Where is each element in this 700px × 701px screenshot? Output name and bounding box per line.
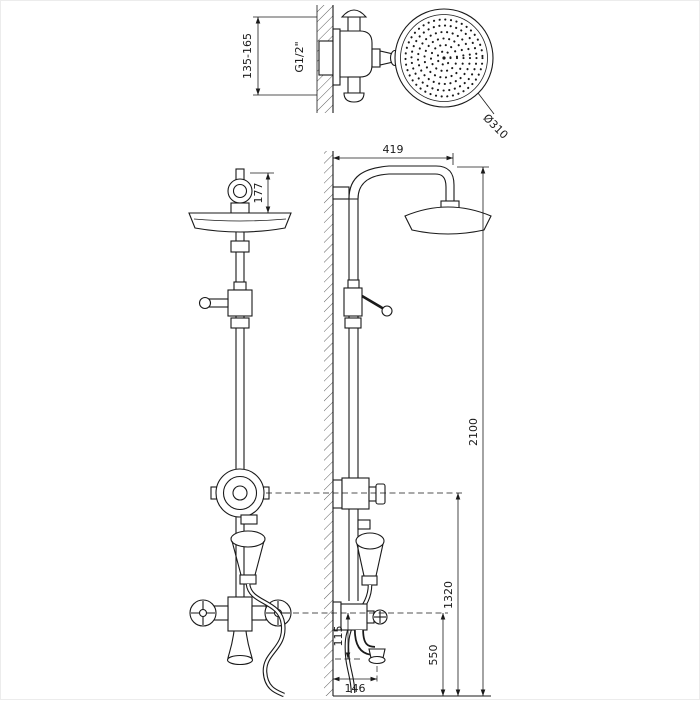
valve-knob-side [375,483,386,505]
showerhead-top-view: Ø310 [394,8,511,142]
dim-spout-projection: 146 [333,676,377,695]
concealed-body [318,40,334,76]
bottom-port-bell [343,92,365,103]
handshower-cradle-front [240,514,258,525]
diverter-knob-front [198,296,212,310]
diverter-knob-side [381,305,393,317]
dim-total-height: 2100 [457,166,489,696]
dim-head-drop-label: 177 [252,183,265,204]
dim-spout-projection-label: 146 [345,682,366,695]
escutcheon [332,28,341,86]
dim-head-diameter-label: Ø310 [480,111,510,141]
thread-size-label: G1/2" [293,41,306,72]
shower-head-side [404,206,492,235]
dim-arm-projection: 419 [333,143,454,165]
valve-body-side [341,477,370,510]
dimensions: 419 177 2100 1320 550 115 [250,143,489,696]
cross-handle-left [189,599,217,627]
handshower-front [230,530,266,548]
diameter-leader-line [477,92,495,115]
wall-hatch-main [324,151,333,696]
diverter-body-front [227,289,253,317]
shower-arm [348,165,455,205]
dim-spout-drop-label: 115 [332,626,345,647]
handshower-cradle-side [357,519,371,530]
tub-spout-front [227,630,253,659]
diverter-body-side [343,287,363,317]
handshower-side [355,532,385,550]
dim-spout-drop: 115 [332,613,351,659]
dim-valve-height-label: 1320 [442,581,455,609]
pipe-coupling [230,240,250,253]
dim-valve-height: 1320 [442,493,461,696]
shower-head-front [188,212,292,233]
dim-outlet-height-label: 550 [427,645,440,666]
front-view [188,168,292,698]
dim-wall-depth: 135-165 [241,16,317,96]
top-port-dome [340,9,368,18]
dim-head-drop: 177 [250,172,274,213]
side-view [332,165,492,694]
valve-body-detail [339,30,373,78]
dim-wall-depth-label: 135-165 [241,33,254,79]
dim-arm-projection-label: 419 [383,143,404,156]
wall-detail-view: 135-165 G1/2" [241,5,401,113]
spray-nozzle-pattern [404,18,484,98]
dim-outlet-height: 550 [427,613,446,696]
wall-bracket-top [332,186,350,200]
dim-total-height-label: 2100 [467,418,480,446]
mixer-body-front [227,596,253,632]
centerlines [266,492,464,682]
